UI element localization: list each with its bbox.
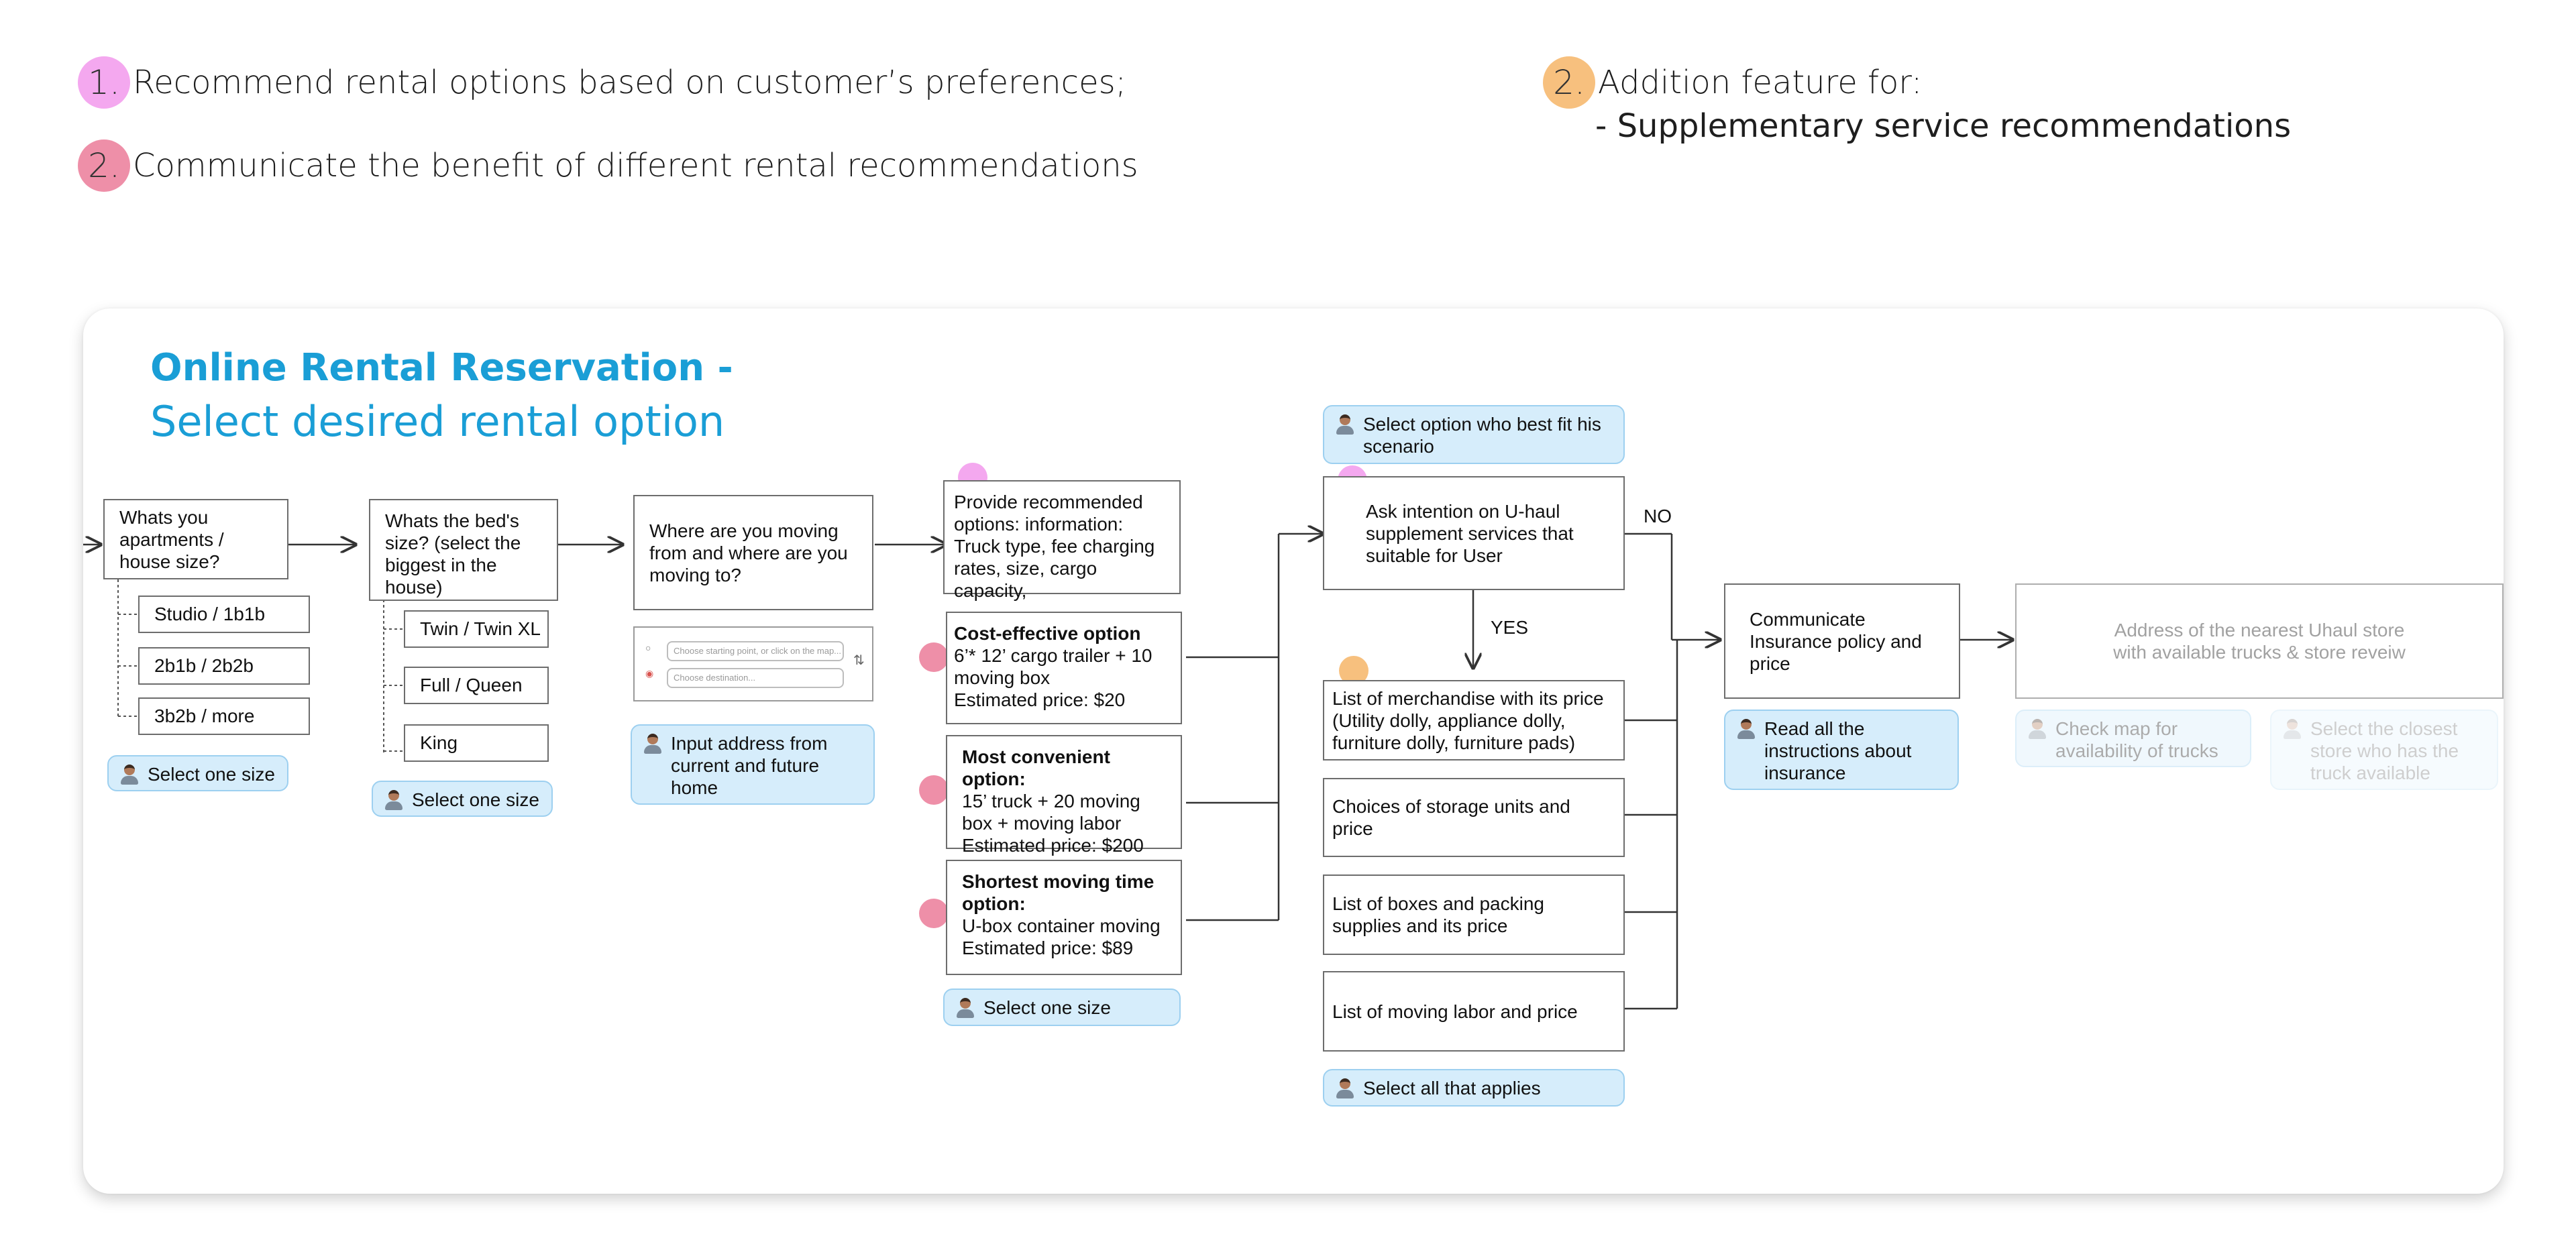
goal-1-number: 1.: [78, 56, 130, 109]
bed-option-full[interactable]: Full / Queen: [404, 667, 549, 704]
insurance-note: Read all the instructions about insuranc…: [1724, 710, 1959, 790]
swap-icon[interactable]: ⇅: [853, 653, 865, 668]
recommend-option-price: Estimated price: $89: [962, 938, 1134, 958]
card-title: Online Rental Reservation -: [150, 346, 733, 390]
goal-addition-text: Addition feature for:: [1598, 64, 1923, 101]
apartment-option-label: 3b2b / more: [154, 705, 255, 726]
supplement-note: Select all that applies: [1323, 1069, 1625, 1107]
user-avatar-icon: [1737, 719, 1755, 739]
recommend-option-body: U-box container moving: [962, 915, 1161, 936]
supplement-top-note: Select option who best fit his scenario: [1323, 405, 1625, 464]
bed-option-label: Full / Queen: [420, 675, 523, 695]
start-circle-icon: ○: [645, 642, 651, 653]
recommend-note: Select one size: [943, 989, 1181, 1026]
destination-pin-icon: ◉: [645, 668, 654, 679]
goal-1: 1. Recommend rental options based on cus…: [78, 56, 1126, 109]
bed-size-question-text: Whats the bed's size? (select the bigges…: [385, 510, 521, 598]
supplement-item-text: List of boxes and packing supplies and i…: [1332, 893, 1544, 936]
recommend-option-title: Shortest moving time option:: [962, 871, 1155, 914]
apartment-note-text: Select one size: [148, 764, 275, 785]
recommend-intro-text: Provide recommended options: information…: [954, 492, 1155, 601]
goal-2-marker: [919, 642, 949, 672]
no-label: NO: [1644, 506, 1672, 526]
apartment-option-label: 2b1b / 2b2b: [154, 655, 254, 676]
apartment-option-studio[interactable]: Studio / 1b1b: [138, 596, 310, 633]
apartment-size-question-text: Whats you apartments / house size?: [119, 506, 224, 572]
supplement-merchandise[interactable]: List of merchandise with its price (Util…: [1323, 680, 1625, 760]
apartment-option-2b[interactable]: 2b1b / 2b2b: [138, 647, 310, 685]
goal-2-marker: [919, 775, 949, 805]
user-avatar-icon: [385, 790, 402, 810]
user-avatar-icon: [1336, 414, 1354, 435]
address-question: Where are you moving from and where are …: [633, 495, 873, 610]
flow-connectors: [83, 308, 2504, 1010]
apartment-option-label: Studio / 1b1b: [154, 604, 266, 624]
user-avatar-icon: [121, 765, 138, 785]
address-note: Input address from current and future ho…: [631, 724, 875, 805]
flow-card: Online Rental Reservation - Select desir…: [83, 308, 2504, 1194]
goal-2-marker: [919, 899, 949, 928]
insurance-note-text: Read all the instructions about insuranc…: [1764, 718, 1912, 783]
address-question-text: Where are you moving from and where are …: [649, 520, 848, 585]
supplement-note-text: Select all that applies: [1363, 1078, 1541, 1098]
store-map-note-text: Check map for availability of trucks: [2055, 718, 2218, 761]
store-address-text: Address of the nearest Uhaul store with …: [2113, 620, 2406, 663]
goal-addition: 2. Addition feature for:: [1543, 56, 1922, 109]
recommend-option-cost-effective[interactable]: Cost-effective option 6’* 12’ cargo trai…: [946, 612, 1182, 724]
store-select-note: Select the closest store who has the tru…: [2270, 710, 2498, 790]
recommend-option-convenient[interactable]: Most convenient option: 15’ truck + 20 m…: [946, 735, 1182, 856]
apartment-size-question: Whats you apartments / house size?: [103, 499, 288, 579]
supplement-top-note-text: Select option who best fit his scenario: [1363, 414, 1601, 457]
recommend-option-price: Estimated price: $200: [962, 835, 1144, 856]
recommend-option-title: Cost-effective option: [954, 623, 1141, 644]
goal-2-text: Communicate the benefit of different ren…: [133, 147, 1138, 184]
user-avatar-icon: [2284, 719, 2301, 739]
insurance-box: Communicate Insurance policy and price: [1724, 583, 1960, 699]
recommend-note-text: Select one size: [983, 997, 1111, 1018]
goal-2-number: 2.: [78, 139, 130, 192]
apartment-option-3b[interactable]: 3b2b / more: [138, 697, 310, 735]
user-avatar-icon: [957, 998, 974, 1018]
bed-option-label: Twin / Twin XL: [420, 618, 541, 639]
insurance-box-text: Communicate Insurance policy and price: [1750, 608, 1922, 674]
recommend-option-price: Estimated price: $20: [954, 689, 1126, 710]
apartment-note: Select one size: [107, 755, 288, 791]
bed-option-king[interactable]: King: [404, 724, 549, 762]
recommend-option-shortest-time[interactable]: Shortest moving time option: U-box conta…: [946, 860, 1182, 975]
supplement-storage[interactable]: Choices of storage units and price: [1323, 778, 1625, 857]
bed-note: Select one size: [372, 781, 553, 817]
card-subtitle: Select desired rental option: [150, 397, 725, 446]
supplement-item-text: List of moving labor and price: [1332, 1001, 1578, 1022]
user-avatar-icon: [1336, 1078, 1354, 1098]
supplement-question-text: Ask intention on U-haul supplement servi…: [1366, 500, 1574, 566]
destination-address-field[interactable]: Choose destination...: [667, 668, 844, 688]
recommend-intro: Provide recommended options: information…: [943, 480, 1181, 601]
goal-1-text: Recommend rental options based on custom…: [133, 64, 1126, 101]
goal-2: 2. Communicate the benefit of different …: [78, 139, 1138, 192]
supplement-item-text: Choices of storage units and price: [1332, 796, 1570, 839]
recommend-option-body: 15’ truck + 20 moving box + moving labor: [962, 791, 1140, 834]
bed-note-text: Select one size: [412, 789, 539, 810]
bed-option-twin[interactable]: Twin / Twin XL: [404, 610, 549, 648]
goal-addition-number: 2.: [1543, 56, 1595, 109]
bed-option-label: King: [420, 732, 458, 753]
user-avatar-icon: [2029, 719, 2046, 739]
address-input-mockup: ○ ◉ Choose starting point, or click on t…: [633, 626, 873, 701]
supplement-boxes[interactable]: List of boxes and packing supplies and i…: [1323, 874, 1625, 955]
bed-size-question: Whats the bed's size? (select the bigges…: [369, 499, 558, 601]
user-avatar-icon: [644, 734, 661, 754]
start-address-field[interactable]: Choose starting point, or click on the m…: [667, 641, 844, 661]
supplement-labor[interactable]: List of moving labor and price: [1323, 971, 1625, 1052]
address-note-text: Input address from current and future ho…: [671, 733, 828, 798]
recommend-option-body: 6’* 12’ cargo trailer + 10 moving box: [954, 645, 1152, 688]
supplement-question: Ask intention on U-haul supplement servi…: [1323, 476, 1625, 590]
goal-addition-subtext: - Supplementary service recommendations: [1595, 107, 2292, 145]
recommend-option-title: Most convenient option:: [962, 746, 1110, 789]
supplement-item-text: List of merchandise with its price (Util…: [1332, 687, 1604, 753]
store-address-box: Address of the nearest Uhaul store with …: [2015, 583, 2504, 699]
store-select-note-text: Select the closest store who has the tru…: [2310, 718, 2459, 783]
store-map-note: Check map for availability of trucks: [2015, 710, 2251, 767]
yes-label: YES: [1491, 617, 1529, 638]
